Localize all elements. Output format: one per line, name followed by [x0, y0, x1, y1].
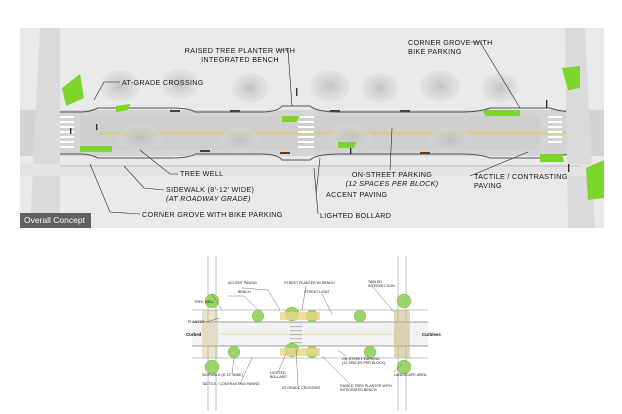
- label-at-grade-crossing: AT-GRADE CROSSING: [122, 78, 204, 87]
- plan-label-curbed: Curbed: [186, 332, 202, 337]
- plan-label-raised-planter: RAISED TREE PLANTER WITH INTEGRATED BENC…: [340, 384, 392, 392]
- streetscape-rendering: [20, 28, 604, 228]
- label-on-street-line1: ON-STREET PARKING: [351, 170, 433, 179]
- label-corner-grove-top: CORNER GROVE WITH BIKE PARKING: [408, 38, 493, 56]
- label-sidewalk-line2: (AT ROADWAY GRADE): [166, 194, 251, 203]
- plan-drawing: [192, 256, 428, 410]
- label-accent-paving: ACCENT PAVING: [326, 190, 388, 199]
- plan-label-lighted-line1: LIGHTED: [270, 371, 286, 375]
- label-on-street-parking: ON-STREET PARKING (12 SPACES PER BLOCK): [342, 170, 442, 188]
- plan-label-raised-line1: RAISED TREE PLANTER WITH: [340, 384, 392, 388]
- plan-label-planter: PLANTER: [188, 320, 205, 324]
- plan-label-bench: BENCH: [238, 290, 251, 294]
- label-tactile: TACTILE / CONTRASTING PAVING: [474, 172, 568, 190]
- label-lighted-bollard: LIGHTED BOLLARD: [320, 211, 392, 220]
- plan-label-tactile: TACTILE / CONTRASTING PAVING: [202, 382, 260, 386]
- plan-label-street-light: STREET LIGHT: [304, 290, 330, 294]
- plan-label-landscape: LANDSCAPE AREA: [394, 373, 427, 377]
- plan-label-curbless: Curbless: [422, 332, 441, 337]
- label-on-street-line2: (12 SPACES PER BLOCK): [345, 179, 439, 188]
- label-tactile-line2: PAVING: [474, 181, 502, 190]
- plan-label-tabled-line1: TABLED: [368, 280, 382, 284]
- plan-label-tabled-line2: INTERSECTION: [368, 284, 395, 289]
- label-raised-planter: RAISED TREE PLANTER WITH INTEGRATED BENC…: [180, 46, 300, 64]
- plan-label-street-planter: STREET PLANTER W/ BENCH: [284, 281, 335, 285]
- plan-label-lighted-line2: BOLLARD: [270, 375, 287, 380]
- label-corner-grove-bottom: CORNER GROVE WITH BIKE PARKING: [142, 210, 283, 219]
- label-sidewalk-line1: SIDEWALK (8'-12' WIDE): [166, 185, 255, 194]
- plan-label-on-street-line1: ON-STREET PARKING: [342, 357, 380, 361]
- plan-label-on-street-line2: (12 SPACES PER BLOCK): [342, 361, 386, 366]
- plan-label-raised-line2: INTEGRATED BENCH: [340, 388, 377, 393]
- label-raised-planter-line2: INTEGRATED BENCH: [201, 55, 279, 64]
- overall-concept-tag: Overall Concept: [20, 213, 91, 228]
- overall-concept-panel: RAISED TREE PLANTER WITH INTEGRATED BENC…: [20, 28, 604, 228]
- plan-label-on-street: ON-STREET PARKING (12 SPACES PER BLOCK): [342, 357, 385, 365]
- label-tactile-line1: TACTILE / CONTRASTING: [474, 172, 568, 181]
- plan-label-sidewalk: SIDEWALK (8'-12' WIDE): [202, 373, 243, 377]
- plan-label-tree-well: TREE WELL: [194, 300, 215, 304]
- label-sidewalk: SIDEWALK (8'-12' WIDE) (AT ROADWAY GRADE…: [166, 185, 254, 203]
- label-corner-grove-top-line2: BIKE PARKING: [408, 47, 462, 56]
- plan-label-lighted-bollard: LIGHTED BOLLARD: [270, 371, 287, 379]
- plan-label-accent-paving: ACCENT PAVING: [228, 281, 257, 285]
- plan-label-tabled: TABLED INTERSECTION: [368, 280, 395, 288]
- plan-diagram-panel: ACCENT PAVING BENCH STREET PLANTER W/ BE…: [172, 256, 448, 410]
- label-corner-grove-top-line1: CORNER GROVE WITH: [408, 38, 493, 47]
- plan-label-at-grade: AT-GRADE CROSSING: [282, 386, 321, 390]
- label-raised-planter-line1: RAISED TREE PLANTER WITH: [184, 46, 296, 55]
- label-tree-well: TREE WELL: [180, 169, 224, 178]
